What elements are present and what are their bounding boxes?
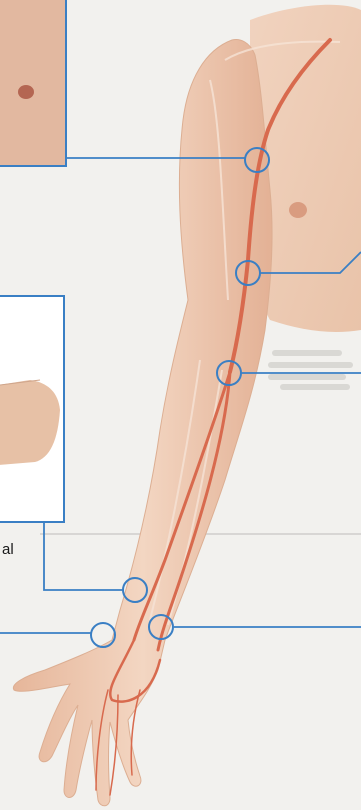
nipple	[289, 202, 307, 218]
callout-line-ulnar	[44, 522, 124, 590]
inset-chest-photo	[0, 0, 66, 166]
partial-label: al	[2, 541, 14, 558]
callout-circle-radial-left	[91, 623, 115, 647]
inset-arm-photo	[0, 296, 64, 522]
